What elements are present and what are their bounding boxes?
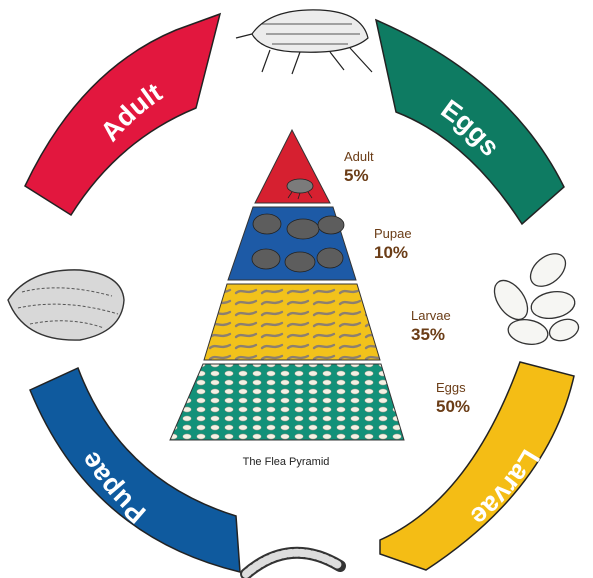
larvae-stage-band [380, 362, 574, 570]
tier-label-adult: Adult [344, 149, 374, 164]
egg-cluster-icon [488, 247, 582, 347]
tier-label-pupae: Pupae [374, 226, 412, 241]
larva-icon [246, 553, 340, 574]
tier-label-larvae: Larvae [411, 308, 451, 323]
adult-flea-icon [236, 10, 372, 74]
pyramid-tier-larvae [204, 284, 380, 360]
tier-percent-larvae: 35% [411, 325, 445, 344]
tier-percent-pupae: 10% [374, 243, 408, 262]
flea-pyramid: Adult 5% Pupae 10% Larvae 35% Eggs 50% T… [170, 130, 470, 468]
pyramid-tier-eggs [170, 364, 404, 440]
pyramid-caption: The Flea Pyramid [243, 456, 330, 468]
tier-percent-adult: 5% [344, 166, 369, 185]
tier-label-eggs: Eggs [436, 380, 466, 395]
pupa-cocoon-icon [8, 270, 124, 340]
tier-percent-eggs: 50% [436, 397, 470, 416]
